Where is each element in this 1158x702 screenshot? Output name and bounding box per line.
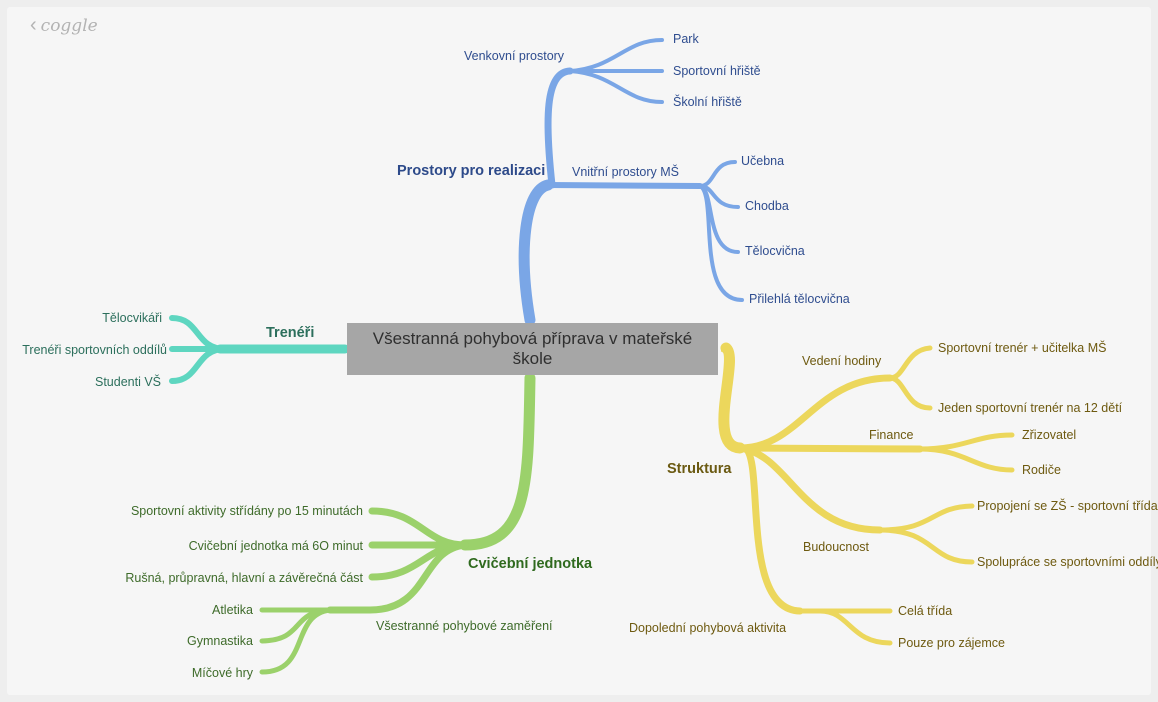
node-treneri-oddilu[interactable]: Trenéři sportovních oddílů [22,343,167,357]
branch-line-pouze-zajemce [817,608,893,646]
node-trener-ucitelka[interactable]: Sportovní trenér + učitelka MŠ [938,340,1106,355]
node-venkovni[interactable]: Venkovní prostory [464,49,565,63]
branch-line-propojeni [877,503,975,533]
branch-line-venkovni [544,67,574,189]
root-handle-right-icon[interactable] [721,346,726,352]
branch-line-skolni-hriste [568,69,664,104]
branch-line-zamereni [326,541,469,614]
node-jednotka-60[interactable]: Cvičební jednotka má 6O minut [189,539,364,553]
node-pouze-zajemce[interactable]: Pouze pro zájemce [898,636,1005,650]
branch-line-struktura [718,342,746,454]
branch-line-dopoledni [741,444,804,615]
branch-line-prilehla [698,184,744,302]
node-prilehla[interactable]: Přilehlá tělocvična [749,292,850,306]
branch-line-rodice [917,446,1015,473]
branch-lines-prostory [518,38,744,326]
node-budoucnost[interactable]: Budoucnost [803,540,870,554]
root-node-label: Všestranná pohybová příprava v mateřské … [372,329,693,368]
node-finance[interactable]: Finance [869,428,914,442]
node-dopoledni[interactable]: Dopolední pohybová aktivita [629,621,786,635]
node-park[interactable]: Park [673,32,699,46]
node-spoluprace[interactable]: Spolupráce se sportovními oddíly [977,555,1158,569]
branch-lines-treneri [169,315,350,384]
branch-line-micove-hry [259,607,333,675]
node-chodba[interactable]: Chodba [745,199,789,213]
node-studenti[interactable]: Studenti VŠ [95,374,161,389]
back-to-coggle-link[interactable]: ‹ coggle [30,14,98,37]
branch-line-budoucnost [736,444,884,534]
branch-line-telocvikari [169,315,228,352]
branch-line-ucebna [698,160,737,188]
node-ucebna[interactable]: Učebna [741,154,784,168]
branch-line-vedeni [736,374,894,452]
root-handle-left-icon[interactable] [339,346,344,352]
node-rodice[interactable]: Rodiče [1022,463,1061,477]
branch-line-studenti [169,346,228,384]
node-gymnastika[interactable]: Gymnastika [187,634,253,648]
node-vedeni[interactable]: Vedení hodiny [802,354,882,368]
node-atletika[interactable]: Atletika [212,603,253,617]
node-struktura[interactable]: Struktura [667,461,732,477]
branch-line-finance [736,444,924,453]
branch-lines-struktura [718,342,1015,646]
node-telocvicna[interactable]: Tělocvična [745,244,805,258]
branch-line-spoluprace [877,527,975,565]
node-sportovni-hriste[interactable]: Sportovní hřiště [673,64,761,78]
branch-line-jeden-trener [887,375,933,411]
node-vnitrni[interactable]: Vnitřní prostory MŠ [572,164,679,179]
branch-line-prostory [518,179,554,326]
node-micove-hry[interactable]: Míčové hry [192,666,254,680]
node-cela-trida[interactable]: Celá třída [898,604,952,618]
branch-line-trener-ucitelka [887,345,933,381]
node-zrizovatel[interactable]: Zřizovatel [1022,428,1076,442]
root-handle-top-icon[interactable] [527,314,533,319]
chevron-left-icon: ‹ [30,14,37,36]
node-jeden-trener[interactable]: Jeden sportovní trenér na 12 dětí [938,401,1123,415]
coggle-logo: coggle [40,15,98,36]
node-skolni-hriste[interactable]: Školní hřiště [673,94,742,109]
node-sportovni-aktivity[interactable]: Sportovní aktivity střídány po 15 minutá… [131,504,363,518]
node-propojeni[interactable]: Propojení se ZŠ - sportovní třída [977,498,1158,513]
node-treneri[interactable]: Trenéři [266,325,314,341]
branch-line-zrizovatel [917,432,1015,452]
node-cvicebni[interactable]: Cvičební jednotka [468,556,593,572]
root-handle-bottom-icon[interactable] [527,378,533,383]
node-prostory[interactable]: Prostory pro realizaci [397,163,545,179]
branch-lines-cvicebni [259,372,536,675]
branch-line-park [568,38,664,73]
branch-line-cvicebni [459,372,536,551]
node-zamereni[interactable]: Všestranné pohybové zaměření [376,619,553,633]
root-node[interactable]: Všestranná pohybová příprava v mateřské … [347,323,718,375]
branch-line-vnitrni [545,182,703,189]
branch-line-sportovni-aktivity [368,507,469,549]
node-telocvikari[interactable]: Tělocvikáři [102,311,162,325]
node-rusna[interactable]: Rušná, průpravná, hlavní a závěrečná čás… [125,571,363,585]
